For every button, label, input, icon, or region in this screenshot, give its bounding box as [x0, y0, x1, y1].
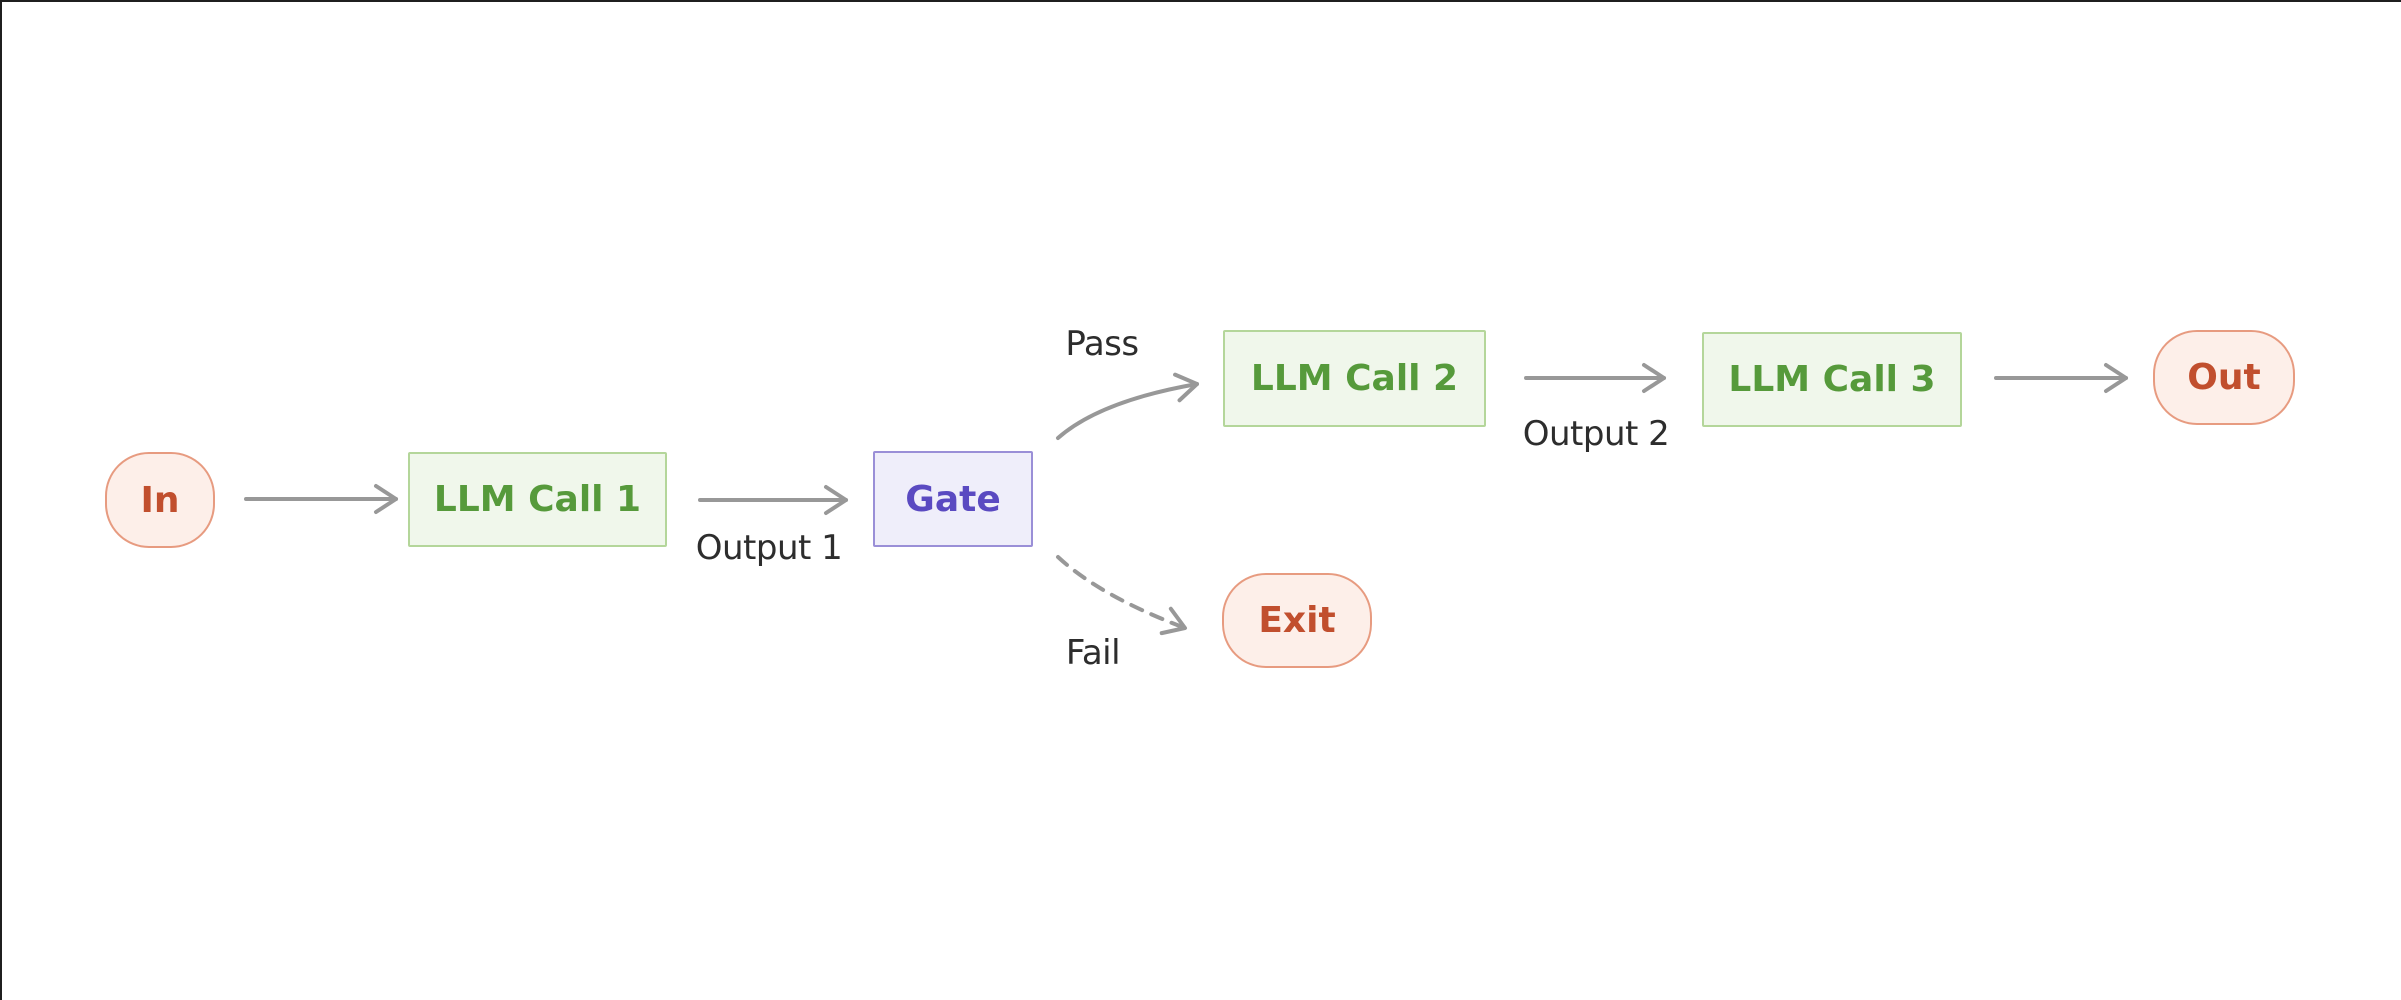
node-llm-call-3-label: LLM Call 3 [1728, 359, 1936, 400]
node-gate: Gate [873, 451, 1033, 547]
node-llm-call-1: LLM Call 1 [408, 452, 667, 547]
node-llm-call-2: LLM Call 2 [1223, 330, 1486, 427]
edge-label-fail: Fail [1065, 633, 1121, 673]
edge-label-output-2: Output 2 [1522, 414, 1670, 454]
window-frame-left-edge [0, 0, 2, 1000]
node-llm-call-2-label: LLM Call 2 [1250, 358, 1459, 399]
node-exit-label: Exit [1258, 600, 1336, 641]
node-gate-label: Gate [905, 478, 1001, 520]
node-llm-call-3: LLM Call 3 [1702, 332, 1962, 427]
edge-gate-to-exit-fail [1056, 555, 1187, 636]
node-in: In [105, 452, 215, 548]
window-frame-top-edge [0, 0, 2401, 2]
node-out: Out [2153, 330, 2295, 425]
edge-gate-to-llm2-pass [1056, 372, 1199, 440]
node-llm-call-1-label: LLM Call 1 [433, 479, 642, 520]
edge-label-pass: Pass [1065, 324, 1139, 364]
node-in-label: In [140, 479, 180, 521]
node-out-label: Out [2187, 357, 2261, 398]
node-exit: Exit [1222, 573, 1372, 668]
edge-label-output-1: Output 1 [695, 528, 843, 568]
